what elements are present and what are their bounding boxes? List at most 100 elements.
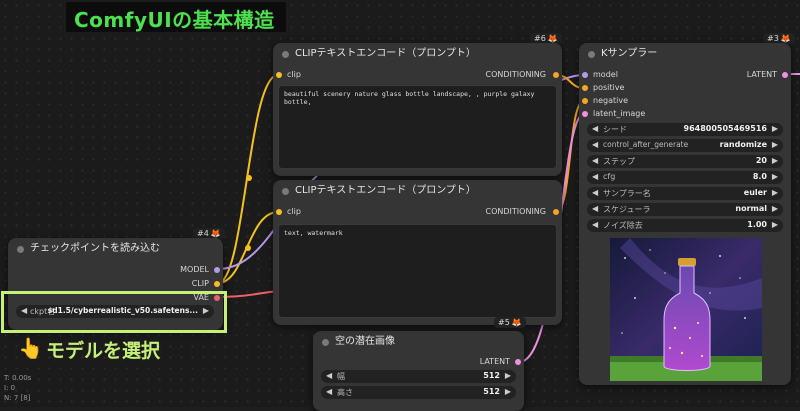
vae-output-label: VAE [193,293,210,302]
model-output-pin[interactable] [214,267,220,273]
latent-image-input-pin[interactable] [582,111,588,117]
widget-value: 1.00 [747,220,767,229]
widget-label: 高さ [337,388,353,397]
arrow-left-icon[interactable]: ◀ [592,188,599,197]
latent-output-pin[interactable] [515,359,521,365]
clip-text-encode-node-positive[interactable]: CLIPテキストエンコード（プロンプト） clip CONDITIONING b… [273,43,562,176]
collapse-dot-icon[interactable] [322,339,329,346]
node-title: 空の潜在画像 [335,336,395,347]
model-input-pin[interactable] [582,72,588,78]
arrow-left-icon[interactable]: ◀ [592,204,599,213]
collapse-dot-icon[interactable] [282,188,289,195]
wire-reroute-dot [245,245,251,251]
sampler-name-widget[interactable]: ◀ サンプラー名 euler ▶ [587,187,783,200]
node-header[interactable]: チェックポイントを読み込む [8,238,223,260]
clip-input-pin[interactable] [276,72,282,78]
conditioning-output-label: CONDITIONING [485,207,546,216]
vae-output-pin[interactable] [214,295,220,301]
pointing-hand-icon: 👆 [18,336,43,360]
steps-widget[interactable]: ◀ ステップ 20 ▶ [587,155,783,168]
node-id-badge: #4🦊 [193,228,225,239]
widget-label: ステップ [603,157,635,166]
arrow-right-icon[interactable]: ▶ [771,172,778,181]
positive-input-pin[interactable] [582,85,588,91]
widget-value: sd1.5/cyberrealistic_v50.safetens... [47,306,198,315]
node-header[interactable]: CLIPテキストエンコード（プロンプト） [273,43,562,65]
arrow-right-icon[interactable]: ▶ [771,204,778,213]
arrow-left-icon[interactable]: ◀ [326,387,333,396]
arrow-right-icon[interactable]: ▶ [504,387,511,396]
collapse-dot-icon[interactable] [17,246,24,253]
widget-label: 幅 [337,372,345,381]
height-widget[interactable]: ◀ 高さ 512 ▶ [321,386,516,399]
widget-value: 964800505469516 [683,124,768,133]
arrow-left-icon[interactable]: ◀ [592,124,599,133]
fox-icon: 🦊 [547,34,558,43]
node-id-badge: #6🦊 [530,33,562,44]
scheduler-widget[interactable]: ◀ スケジューラ normal ▶ [587,203,783,216]
collapse-dot-icon[interactable] [282,51,289,58]
node-title: チェックポイントを読み込む [30,243,160,254]
arrow-right-icon[interactable]: ▶ [771,156,778,165]
latent-output-pin[interactable] [782,72,788,78]
node-header[interactable]: CLIPテキストエンコード（プロンプト） [273,180,562,202]
arrow-right-icon[interactable]: ▶ [771,188,778,197]
clip-output-label: CLIP [191,279,209,288]
control-after-generate-widget[interactable]: ◀ control_after_generate randomize ▶ [587,139,783,152]
fox-icon: 🦊 [511,318,522,327]
widget-value: randomize [719,140,767,149]
conditioning-output-pin[interactable] [553,209,559,215]
node-id-badge: #5🦊 [494,317,526,328]
node-title: CLIPテキストエンコード（プロンプト） [295,185,476,196]
conditioning-output-pin[interactable] [553,72,559,78]
arrow-right-icon[interactable]: ▶ [202,306,209,315]
arrow-right-icon[interactable]: ▶ [771,140,778,149]
arrow-left-icon[interactable]: ◀ [592,140,599,149]
model-input-label: model [593,70,618,79]
empty-latent-image-node[interactable]: 空の潜在画像 LATENT ◀ 幅 512 ▶ ◀ 高さ 512 ▶ [313,331,524,411]
prompt-textarea[interactable]: beautiful scenery nature glass bottle la… [278,85,557,169]
caption-text: モデルを選択 [46,340,161,362]
collapse-dot-icon[interactable] [588,51,595,58]
denoise-widget[interactable]: ◀ ノイズ除去 1.00 ▶ [587,219,783,232]
arrow-left-icon[interactable]: ◀ [592,220,599,229]
node-header[interactable]: 空の潜在画像 [313,331,524,353]
widget-label: シード [603,125,627,134]
clip-text-encode-node-negative[interactable]: CLIPテキストエンコード（プロンプト） clip CONDITIONING t… [273,180,562,325]
widget-label: control_after_generate [603,140,689,149]
clip-input-label: clip [287,207,301,216]
widget-value: 8.0 [752,172,767,181]
arrow-right-icon[interactable]: ▶ [504,371,511,380]
prompt-textarea[interactable]: text, watermark [278,224,557,318]
node-title: CLIPテキストエンコード（プロンプト） [295,48,476,59]
status-iterations: I: 0 [4,384,16,392]
widget-label: ckpt名 [30,307,56,316]
arrow-right-icon[interactable]: ▶ [771,220,778,229]
negative-input-pin[interactable] [582,98,588,104]
latent-output-label: LATENT [479,357,510,366]
width-widget[interactable]: ◀ 幅 512 ▶ [321,370,516,383]
ckpt-name-selector[interactable]: ◀ ckpt名 sd1.5/cyberrealistic_v50.safeten… [16,305,214,318]
status-time: T: 0.00s [4,374,32,382]
widget-value: 20 [755,156,767,165]
arrow-left-icon[interactable]: ◀ [592,172,599,181]
widget-value: 512 [483,371,500,380]
arrow-right-icon[interactable]: ▶ [771,124,778,133]
arrow-left-icon[interactable]: ◀ [592,156,599,165]
positive-input-label: positive [593,83,625,92]
checkpoint-highlight-box [1,291,227,333]
clip-input-pin[interactable] [276,209,282,215]
arrow-left-icon[interactable]: ◀ [21,306,28,315]
latent-output-label: LATENT [746,70,777,79]
arrow-left-icon[interactable]: ◀ [326,371,333,380]
node-title: Kサンプラー [601,48,658,59]
ksampler-node[interactable]: Kサンプラー model positive negative latent_im… [579,43,791,385]
widget-label: スケジューラ [603,205,651,214]
checkpoint-loader-node[interactable]: チェックポイントを読み込む MODEL CLIP VAE ◀ ckpt名 sd1… [8,238,223,330]
cfg-widget[interactable]: ◀ cfg 8.0 ▶ [587,171,783,184]
widget-value: normal [735,204,767,213]
seed-widget[interactable]: ◀ シード 964800505469516 ▶ [587,123,783,136]
status-nodes: N: 7 [8] [4,394,31,402]
node-header[interactable]: Kサンプラー [579,43,791,65]
clip-output-pin[interactable] [214,281,220,287]
